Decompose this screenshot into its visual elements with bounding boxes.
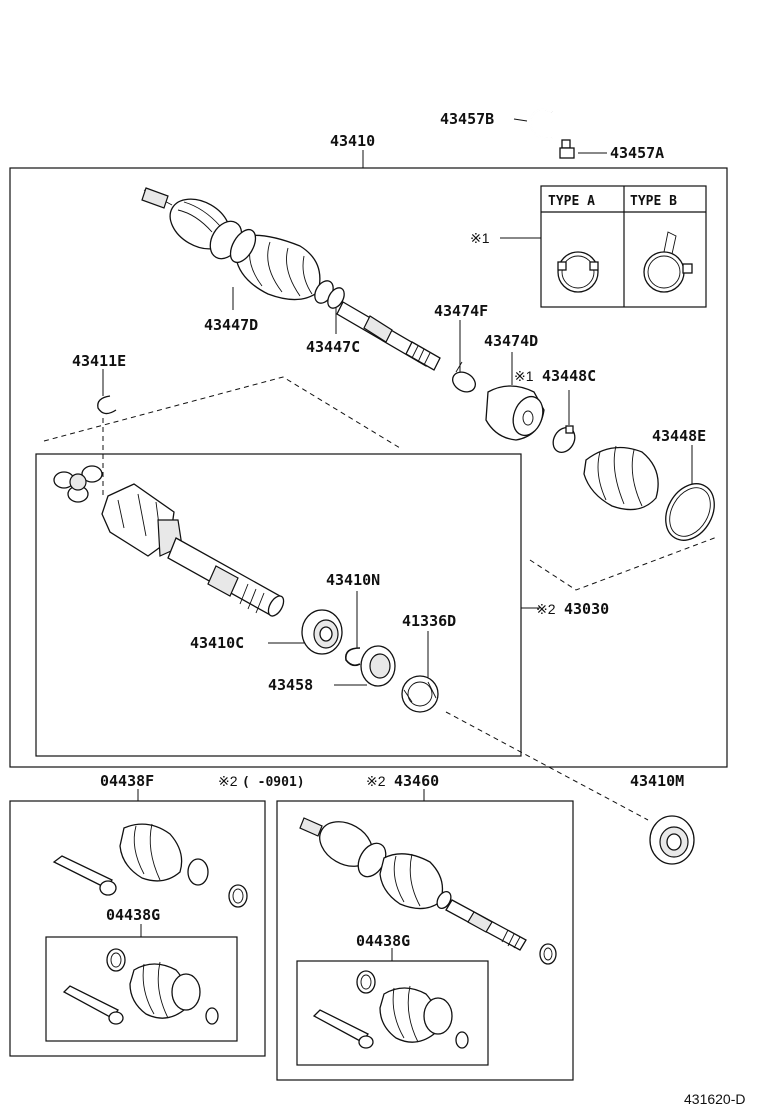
inboard-shaft [167,537,285,617]
shaft-assembly-43460-parts [299,817,557,965]
label-43410N: 43410N [326,571,380,589]
snap-ring-43410N [344,647,361,667]
inboard-boot [583,445,659,511]
boot-clamp-small [314,280,345,309]
label-43448E: 43448E [652,427,706,445]
label-43460: 43460 [394,772,439,790]
shaft-assembly-frame [276,800,574,1081]
type-b-label: TYPE B [630,194,677,209]
boot-kit-04438F-parts [52,823,248,908]
note-x2-c: ※2 [366,773,386,789]
snap-ring-43411E [97,395,117,415]
label-04438G-right: 04438G [356,932,410,950]
clamp-43448E [665,483,715,541]
outboard-boot [229,228,321,301]
inboard-housing [101,483,183,557]
damper-43474D [485,385,545,441]
inboard-joint-frame [35,453,522,757]
clip-43457B [528,108,553,140]
tripod-joint [53,465,103,503]
note-x1: ※1 [470,230,490,246]
label-41336D: 41336D [402,612,456,630]
label-43410M: 43410M [630,772,684,790]
label-04438G-left: 04438G [106,906,160,924]
label-43447D: 43447D [204,316,258,334]
label-43474F: 43474F [434,302,488,320]
label-43030: 43030 [564,600,609,618]
figure-code: 431620-D [684,1091,746,1107]
label-43410C: 43410C [190,634,244,652]
dust-cover-41336D [401,675,439,713]
type-a-label: TYPE A [548,194,595,209]
label-43410: 43410 [330,132,375,150]
clamp-type-box [540,185,707,308]
label-43457B: 43457B [440,110,494,128]
seal-43410M [649,815,695,865]
clamp-43448C [552,425,576,453]
note-x2-b: ※2 [218,773,238,789]
bolt-43457A [559,139,575,159]
boot-kit-04438G-right-parts [312,970,469,1049]
seal-43458 [360,645,396,687]
note-x1-b: ※1 [514,368,534,384]
label-43457A: 43457A [610,144,664,162]
note-x2-a: ※2 [536,601,556,617]
clamp-43474F [452,361,476,393]
boot-kit-04438G-left-parts [62,948,219,1025]
drive-shaft [336,301,441,371]
label-43448C: 43448C [542,367,596,385]
label-43474D: 43474D [484,332,538,350]
bearing-43410C [301,609,343,655]
note-x2-range: ( -0901) [242,775,305,790]
label-43447C: 43447C [306,338,360,356]
main-assembly-frame [9,167,728,768]
label-04438F: 04438F [100,772,154,790]
label-43411E: 43411E [72,352,126,370]
label-43458: 43458 [268,676,313,694]
